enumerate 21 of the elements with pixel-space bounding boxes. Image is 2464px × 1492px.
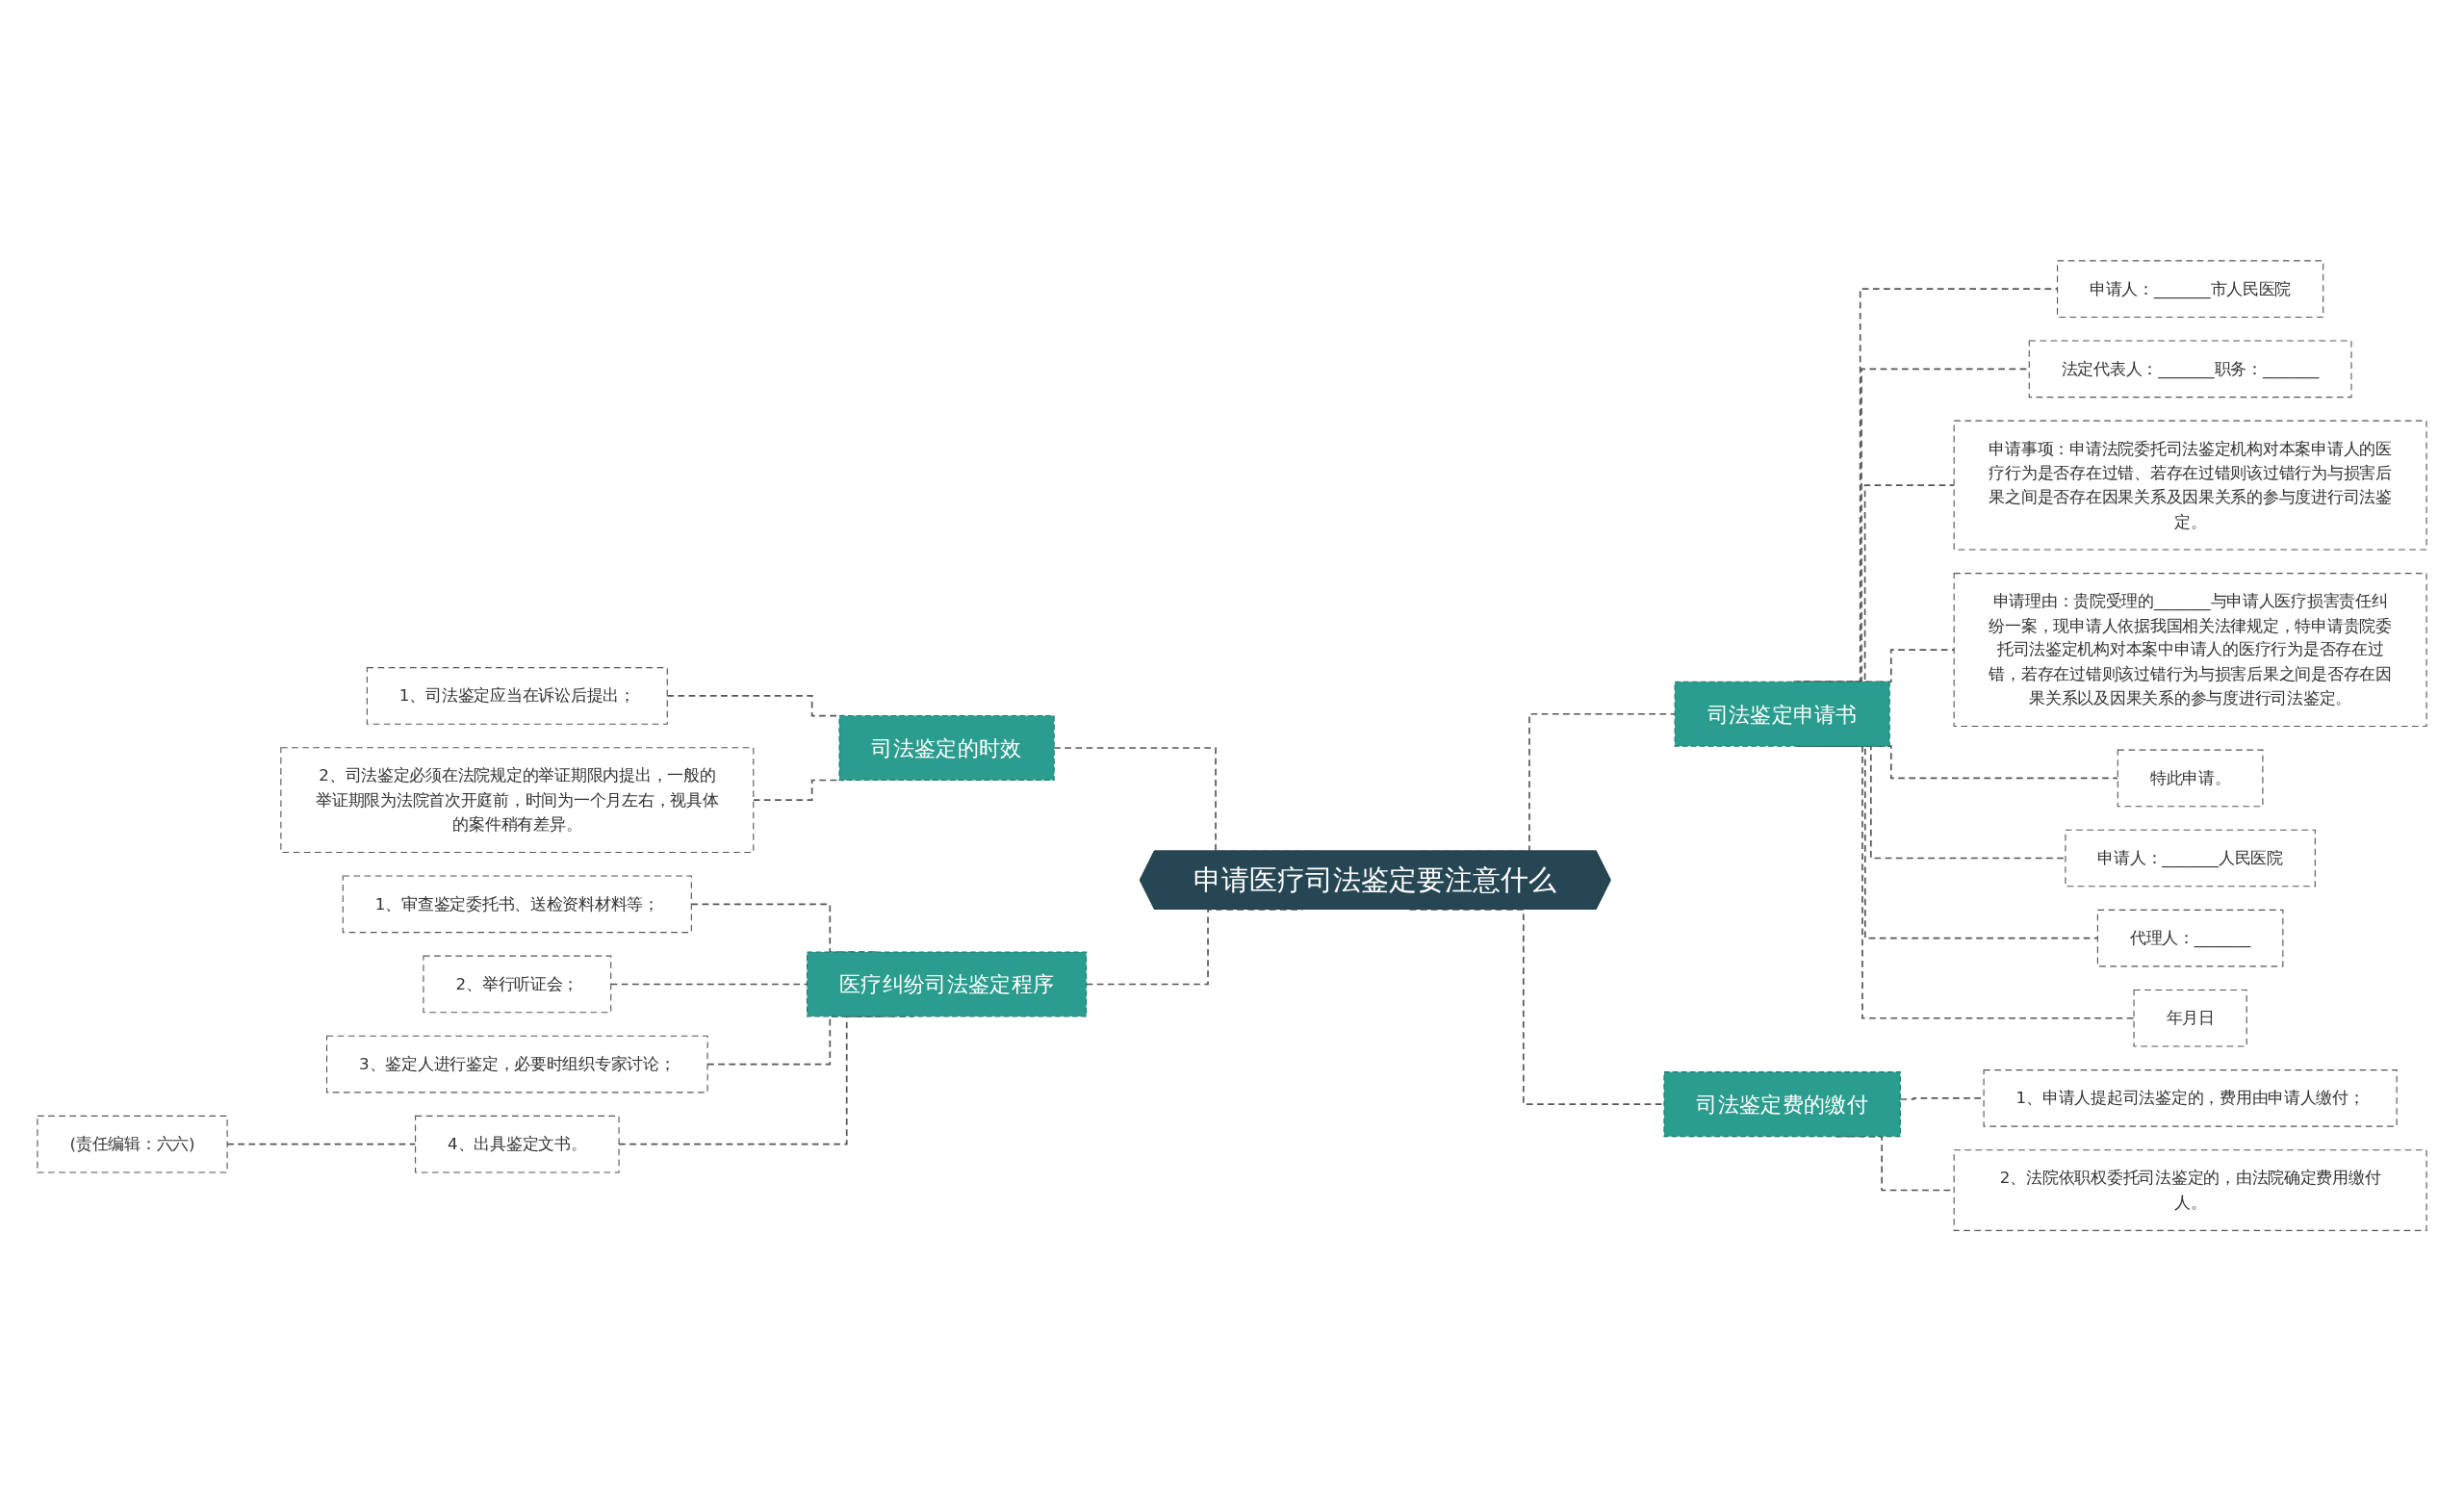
node-box: 申请人：_______市人民医院 [2057,260,2324,319]
node-box: 申请事项：申请法院委托司法鉴定机构对本案申请人的医疗行为是否存在过错、若存在过错则该过错行为与损害后果之间是否存在因果关系及因果关系的参与度进行司法鉴定。 [1953,420,2427,551]
node-box: 司法鉴定的时效 [838,715,1055,782]
node-box: 2、举行听证会； [423,955,612,1014]
node-box: 2、司法鉴定必须在法院规定的举证期限内提出，一般的举证期限为法院首次开庭前，时间为一个月左右，视具体的案件稍有差异。 [280,747,755,854]
node-box: 3、鉴定人进行鉴定，必要时组织专家讨论； [326,1036,708,1093]
node-box: 申请理由：贵院受理的_______与申请人医疗损害责任纠纷一案，现申请人依据我国相关法律规定，特申请贵院委托司法鉴定机构对本案中申请人的医疗行为是否存在过错，若存在过错则该过错行为与损害后果之间是否存在因果关系以及因果关系的参与度进行司法鉴定。 [1953,573,2427,728]
node-box: 年月日 [2133,990,2247,1047]
node-box: 代理人：_______ [2096,910,2284,967]
node-box: 法定代表人：_______职务：_______ [2028,340,2352,399]
node-box: 1、申请人提起司法鉴定的，费用由申请人缴付； [1983,1069,2398,1128]
node-box: 特此申请。 [2117,749,2264,808]
node-box: 司法鉴定申请书 [1674,682,1890,748]
node-box: 医疗纠纷司法鉴定程序 [807,951,1088,1017]
node-box: 2、法院依职权委托司法鉴定的，由法院确定费用缴付人。 [1953,1149,2427,1232]
node-box: 1、司法鉴定应当在诉讼后提出； [366,667,668,726]
node-box: (责任编辑：六六) [37,1116,228,1173]
node-box: 申请人：_______人民医院 [2065,830,2316,887]
node-box: 1、审查鉴定委托书、送检资料材料等； [342,875,692,934]
node-box: 4、出具鉴定文书。 [415,1116,620,1173]
node-box: 司法鉴定费的缴付 [1663,1071,1901,1138]
